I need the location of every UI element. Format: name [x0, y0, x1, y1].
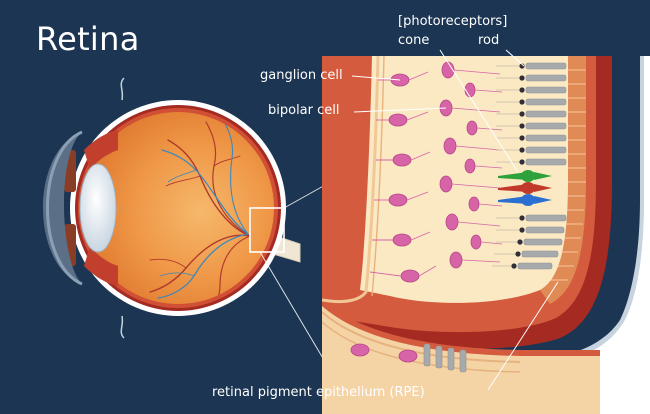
ciliary-body-bottom [84, 246, 118, 286]
bipolar-fibers [451, 69, 503, 263]
rpe-layer [540, 56, 586, 304]
retinal-blood-vessels [149, 121, 251, 304]
label-ganglion-cell: ganglion cell [260, 68, 343, 83]
lower-fold-cells [423, 343, 467, 373]
label-rod: rod [478, 33, 500, 48]
label-photoreceptors: [photoreceptors] [398, 14, 508, 29]
retina-cross-section [322, 56, 650, 414]
leader-rod [505, 49, 525, 67]
ganglion-axons [369, 71, 437, 277]
lens [79, 163, 117, 253]
label-cone: cone [398, 33, 430, 48]
leader-bipolar-cell [353, 107, 447, 113]
eyeball [43, 77, 301, 339]
leader-lines [351, 49, 559, 391]
label-bipolar-cell: bipolar cell [268, 103, 340, 118]
page-title: Retina [36, 20, 140, 58]
cone-blue [498, 194, 552, 206]
rods [492, 62, 567, 270]
leader-ganglion-cell [351, 75, 401, 81]
bipolar-cells [439, 61, 482, 269]
ciliary-body-top [84, 130, 118, 170]
leader-rpe [487, 281, 559, 391]
leader-cone [439, 49, 519, 173]
magnified-region-box [249, 207, 285, 253]
cone-green [498, 170, 552, 182]
cone-red [498, 182, 552, 194]
rpe-cells [550, 69, 586, 281]
label-rpe: retinal pigment epithelium (RPE) [212, 385, 425, 400]
ganglion-cells [350, 73, 420, 363]
